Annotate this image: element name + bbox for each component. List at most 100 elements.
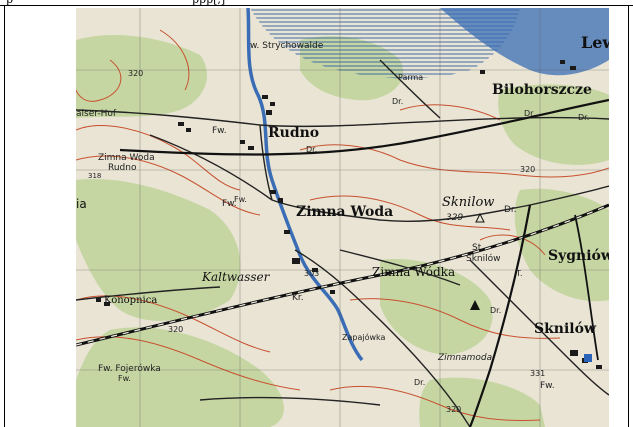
label-strychowalde: w. Strychowalde — [250, 41, 324, 51]
railways — [76, 98, 609, 427]
lake-area — [440, 8, 609, 76]
label-sygniow: Sygniów — [548, 248, 614, 264]
building — [262, 95, 268, 99]
label-kr: Kr. — [292, 293, 304, 303]
label-spot-329: 329 — [446, 213, 463, 223]
road — [271, 185, 609, 222]
label-dr-north-2: Dr. — [524, 109, 535, 118]
survey-triangle — [470, 300, 480, 310]
building — [96, 298, 101, 302]
building — [266, 110, 272, 115]
place-labels: Lew Bilohorszcze w. Strychowalde Parma a… — [76, 33, 614, 391]
building — [292, 258, 300, 264]
label-fw-bottom-right: Fw. — [540, 381, 555, 391]
label-zapajowka: Zapajówka — [342, 332, 386, 342]
label-sknilow-se: Sknilów — [534, 321, 597, 337]
building — [570, 350, 578, 356]
label-spot-318: 318 — [88, 172, 101, 180]
label-dr-rudno: Dr. — [306, 145, 317, 154]
forest-area — [498, 84, 609, 165]
building — [270, 190, 276, 194]
label-fw-mid: Fw. — [234, 195, 247, 204]
label-bilohorszcze: Bilohorszcze — [492, 82, 592, 98]
contour-line — [349, 298, 561, 339]
label-dr-bottom-2: Dr. — [490, 306, 501, 315]
label-rudno: Rudno — [268, 125, 319, 141]
railway — [119, 98, 609, 156]
building — [186, 128, 191, 132]
contour-line — [299, 144, 609, 178]
contour-label: 320 — [168, 325, 183, 334]
contour-line — [399, 104, 501, 121]
building — [284, 230, 290, 234]
label-konopnica: Konopnica — [104, 295, 157, 306]
road — [149, 134, 273, 201]
building — [330, 290, 335, 294]
contour-line — [76, 125, 241, 191]
contour-labels: 320 320 320 320 — [128, 69, 535, 414]
building — [248, 146, 254, 150]
river — [246, 8, 364, 362]
label-zimna-woda: Zimna Woda — [296, 204, 393, 220]
road — [76, 286, 221, 301]
label-spot-331: 331 — [530, 369, 545, 378]
forest-areas — [76, 35, 609, 427]
pond — [584, 354, 592, 362]
label-t: T. — [515, 269, 522, 278]
label-parma: Parma — [398, 73, 423, 82]
contour-line — [479, 234, 546, 256]
building — [560, 60, 565, 64]
road — [339, 249, 461, 286]
label-spot-303: 303 — [304, 269, 319, 278]
contour-line — [309, 195, 511, 231]
forest-area — [76, 179, 241, 321]
label-dr-bottom: Dr. — [414, 378, 425, 387]
contour-label: 320 — [446, 405, 461, 414]
contour-line — [76, 59, 122, 102]
building — [480, 70, 485, 74]
contour-label: 320 — [520, 165, 535, 174]
railway-dashes — [76, 204, 609, 346]
contour-line — [159, 29, 190, 91]
label-fw-fojerowka: Fw. Fojerówka — [98, 363, 161, 374]
building — [570, 66, 576, 70]
building — [270, 102, 275, 106]
label-zimna-wodka: Zimna Wódka — [372, 265, 455, 279]
survey-triangle — [475, 212, 485, 223]
label-dr-north-1: Dr. — [392, 97, 403, 106]
label-zimna-woda-rudno-1: Zimna Woda — [98, 153, 155, 163]
road — [379, 59, 441, 119]
forest-area — [419, 377, 545, 427]
label-fw-rudno: Fw. — [222, 199, 237, 209]
map-area: Lew Bilohorszcze w. Strychowalde Parma a… — [76, 8, 614, 427]
railway — [468, 204, 532, 427]
roads — [76, 59, 609, 427]
label-ia: ia — [76, 197, 87, 211]
label-zimnamoda: Zimnamoda — [437, 353, 492, 363]
label-fw-bottom-left: Fw. — [118, 374, 131, 383]
map-grid — [76, 8, 609, 427]
forest-area — [76, 327, 284, 427]
building — [278, 198, 283, 203]
label-sknilow: Sknilow — [442, 195, 494, 210]
road — [199, 396, 381, 406]
building — [178, 122, 184, 126]
label-kaltwasser: Kaltwasser — [201, 270, 271, 284]
building — [596, 365, 602, 369]
label-st-sknilow-1: St. — [472, 243, 484, 253]
contour-line — [76, 155, 261, 216]
railway — [574, 214, 599, 361]
label-dr-sknilow: Dr. — [504, 205, 517, 215]
label-kaiser-hof: aiser-Hof — [76, 109, 117, 119]
label-fw-kaiser: Fw. — [212, 126, 227, 136]
building — [240, 140, 245, 144]
marsh-area — [250, 8, 520, 79]
road — [469, 259, 609, 396]
label-zimna-woda-rudno-2: Rudno — [108, 163, 137, 173]
caption-left-fragment: p — [6, 0, 13, 6]
building — [312, 268, 318, 272]
road — [294, 249, 471, 427]
forest-area — [380, 259, 493, 355]
